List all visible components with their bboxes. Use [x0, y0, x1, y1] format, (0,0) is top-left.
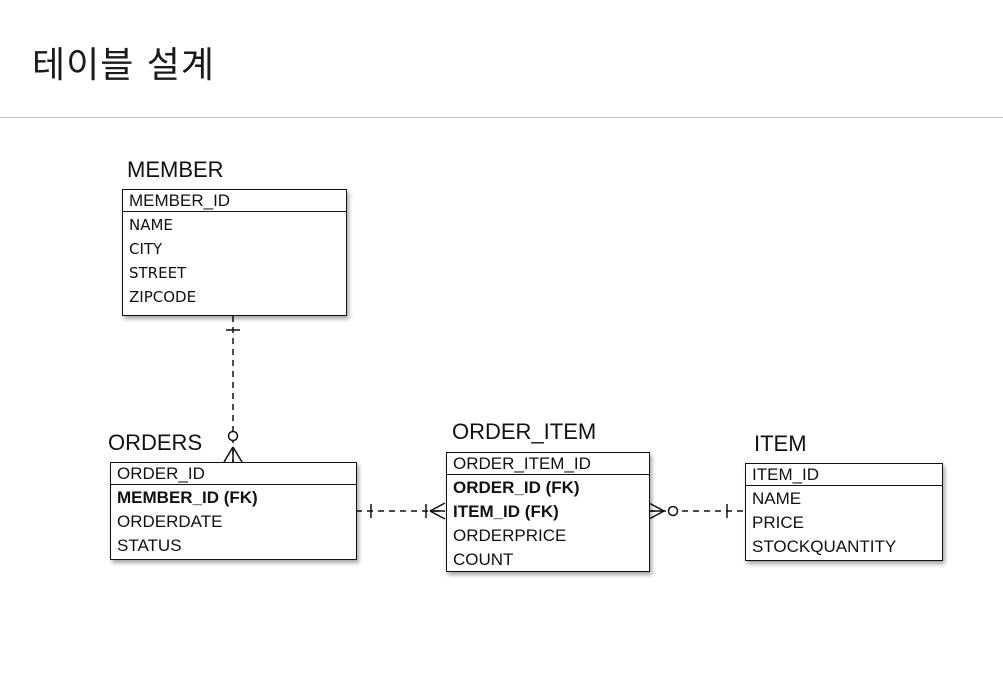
orderitem-attr-order-id-fk: ORDER_ID (FK) [453, 478, 580, 497]
page-title: 테이블 설계 [32, 45, 216, 86]
orders-entity[interactable]: ORDER_ID MEMBER_ID (FK) ORDERDATE STATUS [110, 462, 357, 560]
orderitem-pk: ORDER_ITEM_ID [447, 453, 649, 475]
orderitem-crowfoot2-top [648, 502, 665, 512]
orders-crowfoot-left [223, 446, 234, 463]
item-entity[interactable]: ITEM_ID NAME PRICE STOCKQUANTITY [745, 463, 943, 561]
orderitem-crowfoot2-bottom [648, 510, 665, 520]
orderitem-entity-title: ORDER_ITEM [452, 419, 597, 444]
orderitem-attr-count: COUNT [453, 550, 514, 569]
item-attr-price: PRICE [752, 513, 804, 532]
member-attr-name: NAME [129, 216, 173, 234]
title-divider [0, 117, 1003, 118]
member-pk: MEMBER_ID [123, 190, 346, 212]
member-attr-city: CITY [129, 240, 163, 258]
orders-attr-status: STATUS [117, 536, 182, 555]
orders-pk: ORDER_ID [111, 463, 356, 485]
member-attr-street: STREET [129, 264, 187, 282]
orderitem-crowfoot-bottom [429, 510, 446, 520]
orders-attr-member-id-fk: MEMBER_ID (FK) [117, 488, 258, 507]
member-entity[interactable]: MEMBER_ID NAME CITY STREET ZIPCODE [122, 189, 347, 316]
member-entity-title: MEMBER [127, 157, 224, 182]
item-attr-stockquantity: STOCKQUANTITY [752, 537, 897, 556]
orders-crowfoot-right [232, 446, 243, 463]
member-attr-zipcode: ZIPCODE [129, 288, 197, 306]
orders-zero-mark [227, 430, 239, 442]
orderitem-entity[interactable]: ORDER_ITEM_ID ORDER_ID (FK) ITEM_ID (FK)… [446, 452, 650, 572]
item-pk: ITEM_ID [746, 464, 942, 486]
item-entity-title: ITEM [754, 431, 807, 456]
orderitem-attr-item-id-fk: ITEM_ID (FK) [453, 502, 559, 521]
orders-attr-orderdate: ORDERDATE [117, 512, 223, 531]
orderitem-zero-mark [667, 505, 679, 517]
orders-entity-title: ORDERS [108, 430, 203, 455]
item-attr-name: NAME [752, 489, 802, 508]
orderitem-attr-orderprice: ORDERPRICE [453, 526, 567, 545]
orderitem-crowfoot-top [429, 502, 446, 512]
